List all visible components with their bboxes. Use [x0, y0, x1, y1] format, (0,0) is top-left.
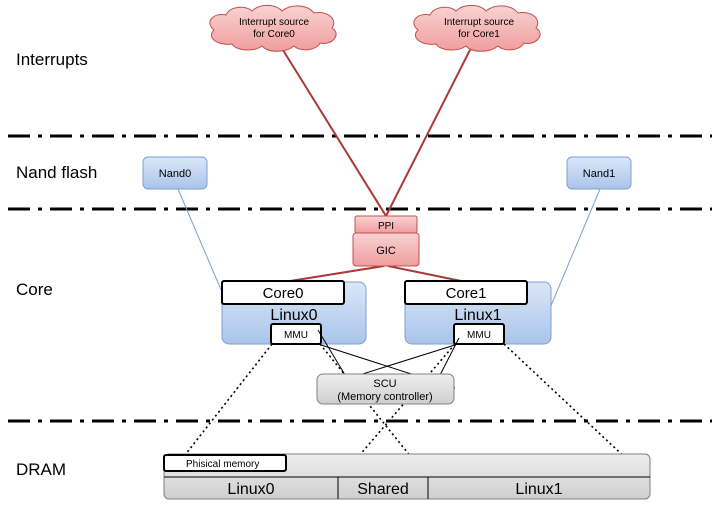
scu-label-line1: SCU — [373, 378, 396, 390]
ppi-label: PPI — [378, 221, 394, 232]
nand0-box: Nand0 — [142, 156, 208, 190]
interrupt-source-core1: Interrupt source for Core1 — [413, 4, 541, 52]
memory-region-linux1: Linux1 — [515, 481, 562, 498]
mmu0-to-scu-left-line — [317, 329, 346, 376]
scu-box: SCU (Memory controller) — [316, 373, 455, 405]
interrupt-source-core0-line1: Interrupt source — [239, 17, 309, 28]
gic-box: GIC — [352, 232, 420, 267]
interrupt-source-core1-line2: for Core1 — [458, 29, 500, 40]
nand-connections — [177, 188, 601, 309]
physical-memory-label-box — [163, 454, 287, 472]
core1-mmu-label: MMU — [467, 330, 491, 341]
interrupt-source-core1-line1: Interrupt source — [444, 17, 514, 28]
physical-memory-block: Phisical memory Linux0 Shared Linux1 — [163, 453, 651, 500]
nand0-to-core0-line — [177, 188, 229, 307]
gic-to-core0-line — [283, 265, 385, 283]
core0-mmu-label: MMU — [284, 330, 308, 341]
nand0-shape — [142, 156, 208, 190]
core1-name: Core1 — [446, 285, 487, 302]
core0-mmu-box — [270, 323, 322, 345]
core0-block: Core0 Linux0 MMU — [221, 280, 367, 345]
interrupt-line-core0 — [277, 41, 387, 217]
core0-os: Linux0 — [270, 307, 317, 324]
interrupt-lines — [277, 41, 475, 283]
layer-label-interrupts: Interrupts — [16, 50, 88, 69]
cloud-shape-core1 — [413, 4, 541, 52]
gic-to-core1-line — [387, 265, 467, 283]
nand1-shape — [566, 156, 632, 190]
core1-label-box — [404, 280, 528, 305]
core1-os: Linux1 — [454, 307, 501, 324]
mmu1-to-scu-right-line — [439, 337, 460, 376]
nand1-to-core1-line — [549, 188, 601, 309]
gic-shape — [352, 232, 420, 267]
nand1-label: Nand1 — [583, 168, 615, 180]
core0-name: Core0 — [263, 285, 304, 302]
layer-label-dram: DRAM — [16, 460, 66, 479]
core1-mmu-box — [453, 323, 505, 345]
layer-label-core: Core — [16, 280, 53, 299]
interrupt-source-core0-line2: for Core0 — [253, 29, 295, 40]
core0-label-box — [221, 280, 345, 305]
mmu0-map-right-line — [319, 343, 429, 479]
physical-memory-label: Phisical memory — [186, 459, 259, 470]
layer-label-nand-flash: Nand flash — [16, 163, 97, 182]
interrupt-source-core0: Interrupt source for Core0 — [209, 4, 337, 52]
nand0-label: Nand0 — [159, 168, 191, 180]
memory-region-shared: Shared — [357, 481, 409, 498]
core1-block: Core1 Linux1 MMU — [404, 280, 552, 345]
scu-shape — [316, 373, 455, 405]
layer-separators — [8, 134, 712, 423]
nand1-box: Nand1 — [566, 156, 632, 190]
interrupt-line-core1 — [385, 41, 475, 217]
memory-region-linux0: Linux0 — [227, 481, 274, 498]
cloud-shape-core0 — [209, 4, 337, 52]
scu-label-line2: (Memory controller) — [337, 391, 432, 403]
ppi-box: PPI — [354, 215, 418, 234]
gic-label: GIC — [376, 245, 396, 257]
